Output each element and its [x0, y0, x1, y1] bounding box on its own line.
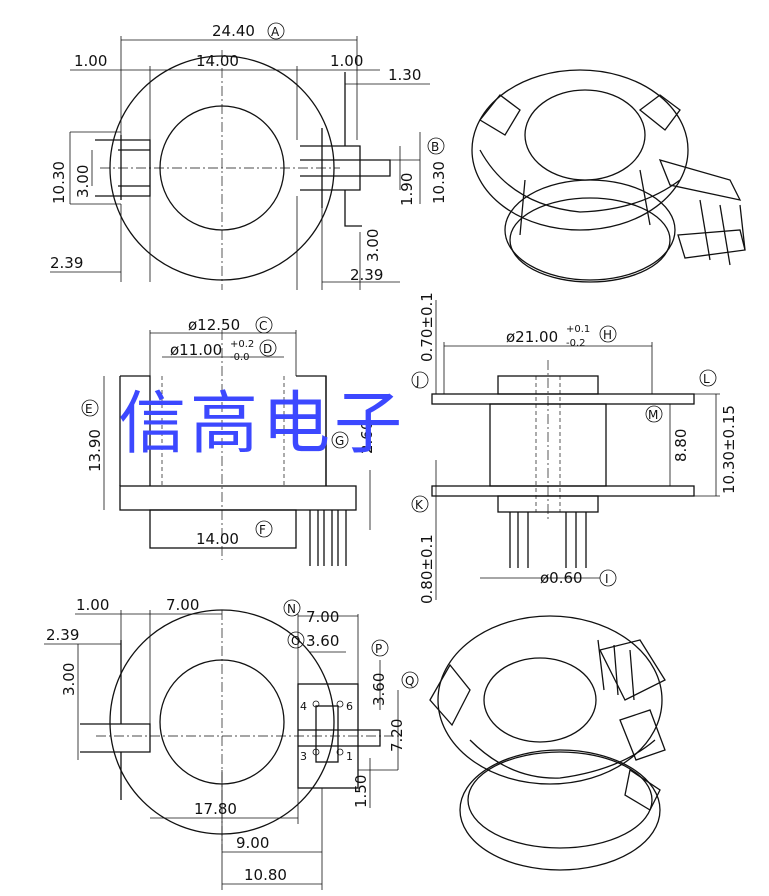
bottom-center-offset-label: 9.00: [236, 834, 269, 852]
front-view: 0.70±0.1 J ø21.00 +0.1 -0.2 H L M 8.80 1…: [411, 292, 738, 604]
bottom-pin-pitch-x-tag: O: [291, 634, 300, 648]
top-height-tag: B: [431, 140, 439, 154]
side-inner-dia-tag: D: [263, 342, 272, 356]
front-base-thickness-tag: K: [415, 498, 424, 512]
bottom-pin-pitch-y-label: 3.60: [370, 673, 388, 706]
bottom-pin-span-x-label: 7.00: [306, 608, 339, 626]
top-slot-inner-label: 1.90: [398, 173, 416, 206]
side-inner-dia-tol-plus: +0.2: [230, 339, 254, 350]
bottom-pin-span-x-tag: N: [287, 602, 296, 616]
isometric-view-top: [471, 69, 746, 283]
side-view: ø12.50 C ø11.00 +0.2 -0.0 D E 13.90 14.0…: [81, 316, 376, 566]
bottom-slot-width-label: 3.00: [60, 663, 78, 696]
front-pin-dia-tag: I: [605, 572, 609, 586]
side-step-height-label: 2.60: [358, 421, 376, 454]
bottom-pin-span-y-label: 7.20: [388, 719, 406, 752]
top-flange-right-label: 2.39: [350, 266, 383, 284]
bottom-flange-left-label: 2.39: [46, 626, 79, 644]
side-outer-dia-label: ø12.50: [188, 316, 240, 334]
bottom-pin-span-y-tag: Q: [405, 674, 414, 688]
side-height-tag: E: [85, 402, 93, 416]
pin-label-4: 4: [300, 700, 307, 713]
front-pin-dia-label: ø0.60: [540, 569, 583, 587]
bottom-base-width-label: 17.80: [194, 800, 237, 818]
front-base-thickness-label: 0.80±0.1: [418, 534, 436, 604]
side-base-width-label: 14.00: [196, 530, 239, 548]
top-left-margin-label: 1.00: [74, 52, 107, 70]
front-outer-dia-tag: H: [603, 328, 612, 342]
side-inner-dia-label: ø11.00: [170, 341, 222, 359]
isometric-view-bottom: [429, 615, 666, 871]
side-outer-dia-tag: C: [259, 319, 267, 333]
side-height-label: 13.90: [86, 429, 104, 472]
front-outer-dia-label: ø21.00: [506, 328, 558, 346]
top-view: 24.40 A 1.00 14.00 1.00 1.30 10.30 3.00 …: [50, 22, 448, 290]
bottom-left-margin-label: 1.00: [76, 596, 109, 614]
bottom-pin-pitch-y-tag: P: [375, 642, 382, 656]
pin-label-3: 3: [300, 750, 307, 763]
overall-width-label: 24.40: [212, 22, 255, 40]
side-base-width-tag: F: [259, 523, 266, 537]
top-flange-left-label: 2.39: [50, 254, 83, 272]
top-slot-width-right-label: 3.00: [364, 229, 382, 262]
top-body-width-label: 14.00: [196, 52, 239, 70]
front-core-height-tag: M: [648, 408, 658, 422]
top-height-right-label: 10.30: [430, 161, 448, 204]
front-total-height-tag: L: [703, 372, 710, 386]
bottom-pin-pitch-x-label: 3.60: [306, 632, 339, 650]
pin-label-1: 1: [346, 750, 353, 763]
overall-width-tag: A: [271, 25, 280, 39]
front-flange-thickness-tag: J: [415, 374, 420, 388]
bottom-view: 4 6 3 1 1.00 7.00 2.39 3.00 N 7.00 O 3.6…: [44, 596, 419, 890]
bottom-pin-offset-label: 1.50: [352, 775, 370, 808]
side-step-tag: G: [335, 434, 344, 448]
side-inner-dia-tol-minus: -0.0: [230, 352, 250, 363]
top-right-margin-label: 1.00: [330, 52, 363, 70]
front-flange-thickness-label: 0.70±0.1: [418, 292, 436, 362]
top-slot-width-left-label: 3.00: [74, 165, 92, 198]
watermark: 信高电子: [118, 385, 407, 464]
bottom-half-width-label: 7.00: [166, 596, 199, 614]
front-core-height-label: 8.80: [672, 429, 690, 462]
top-notch-offset-label: 1.30: [388, 66, 421, 84]
pin-label-6: 6: [346, 700, 353, 713]
front-outer-dia-tol-minus: -0.2: [566, 338, 586, 349]
front-total-height-label: 10.30±0.15: [720, 405, 738, 494]
top-height-left-label: 10.30: [50, 161, 68, 204]
front-outer-dia-tol-plus: +0.1: [566, 324, 590, 335]
bottom-pin-row-offset-label: 10.80: [244, 866, 287, 884]
